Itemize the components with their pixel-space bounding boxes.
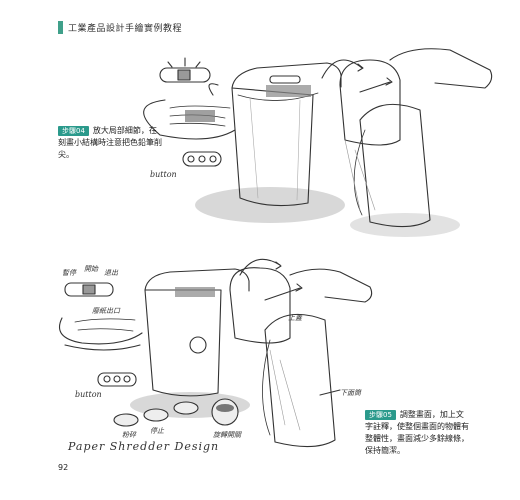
lid-label: 上蓋 bbox=[288, 314, 302, 322]
header-title: 工業產品設計手繪實例教程 bbox=[68, 23, 183, 34]
header-accent-bar bbox=[58, 20, 63, 34]
step-05-text: 調整畫面，加上文字註釋，使整個畫面的物體有整體性，畫面減少多餘線條，保持簡潔。 bbox=[365, 410, 469, 455]
top-label-exit: 退出 bbox=[104, 269, 118, 277]
body-part-label: 下面筒 bbox=[340, 389, 361, 397]
step-04-text: 放大局部細節，在刻畫小結構時注意把色鉛筆削尖。 bbox=[58, 126, 162, 159]
bottom-button-label: button bbox=[75, 390, 102, 399]
top-label-pause: 暫停 bbox=[62, 269, 76, 277]
round-switch-label: 旋轉開關 bbox=[213, 431, 241, 439]
title-script: Paper Shredder Design bbox=[68, 440, 220, 453]
cap-label-shred: 粉碎 bbox=[122, 431, 136, 439]
page-number: 92 bbox=[58, 463, 69, 472]
page-header: 工業產品設計手繪實例教程 bbox=[58, 20, 182, 34]
cap-label-stop: 停止 bbox=[150, 427, 164, 435]
step-04-badge: 步驟04 bbox=[58, 126, 89, 136]
top-label-start: 開始 bbox=[84, 265, 98, 273]
step-05-badge: 步驟05 bbox=[365, 410, 396, 420]
slot-label: 廢紙出口 bbox=[92, 307, 120, 315]
top-sketch-illustration bbox=[143, 48, 493, 237]
top-button-label: button bbox=[150, 170, 177, 179]
